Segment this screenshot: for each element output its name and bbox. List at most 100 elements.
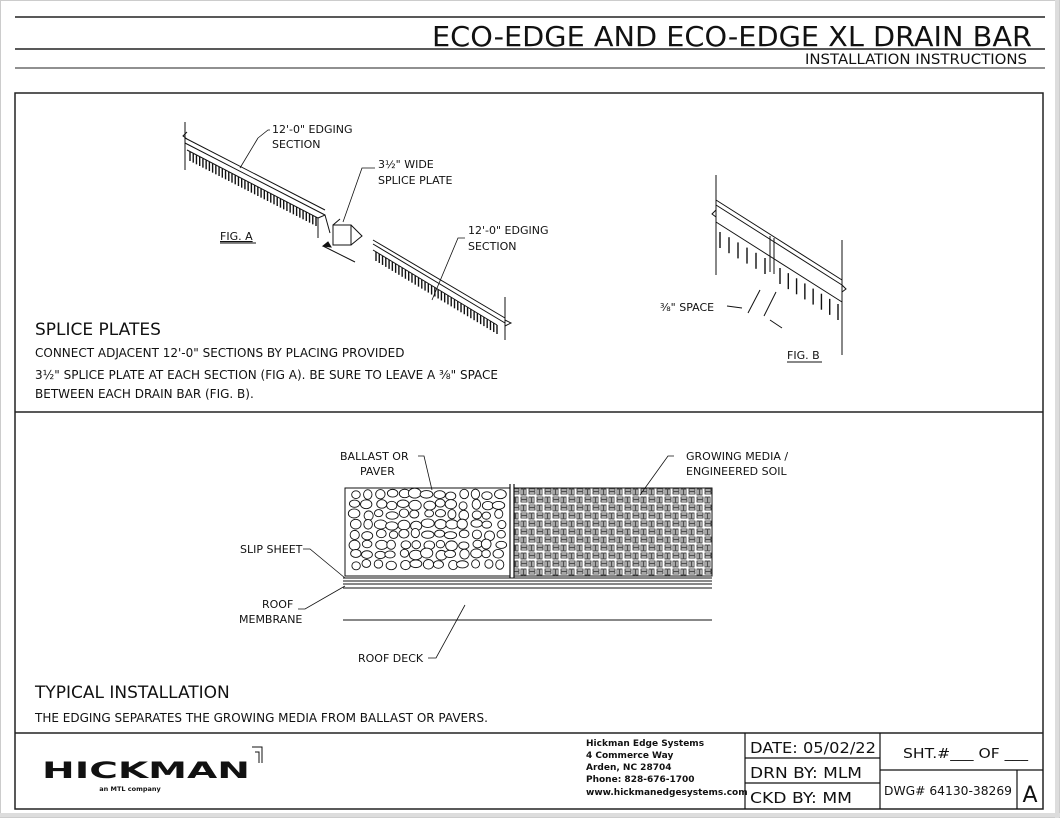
- ballast-stone: [459, 548, 470, 560]
- ballast-stone: [458, 541, 470, 550]
- ballast-stone: [397, 519, 411, 531]
- ballast-stone: [348, 539, 361, 551]
- fig-a-edging-label-1: 12'-0" EDGING: [272, 123, 353, 136]
- ballast-stone: [409, 509, 420, 519]
- sheet-number: SHT.#___ OF ___: [903, 747, 1029, 762]
- ballast-stone: [494, 509, 504, 519]
- ballast-stone: [458, 529, 470, 539]
- ballast-stone: [420, 547, 434, 559]
- ballast-stone: [434, 498, 446, 508]
- ballast-stone: [363, 510, 374, 521]
- ballast-stone: [481, 511, 491, 520]
- address-line-2: 4 Commerce Way: [586, 751, 673, 761]
- ballast-stone: [471, 529, 482, 540]
- ballast-stone: [411, 540, 421, 550]
- drawn-by: DRN BY: MLM: [750, 764, 862, 782]
- ballast-stone: [444, 549, 457, 558]
- ballast-stone: [398, 508, 410, 518]
- fig-b-label: FIG. B: [787, 349, 820, 362]
- ballast-stone: [472, 539, 483, 549]
- ballast-stone: [385, 560, 397, 571]
- hickman-logo-sub: an MTL company: [99, 785, 161, 793]
- ballast-stone: [470, 519, 483, 528]
- splice-plates-heading: SPLICE PLATES: [35, 320, 161, 340]
- ballast-label-b: PAVER: [360, 465, 395, 478]
- revision: A: [1022, 783, 1037, 808]
- ballast-stone: [495, 559, 505, 570]
- ballast-stone: [373, 559, 384, 569]
- ballast-stone: [434, 519, 447, 530]
- ballast-stone: [444, 499, 458, 510]
- ballast-stone: [494, 489, 507, 500]
- ballast-stone: [385, 521, 399, 531]
- hickman-logo: HICKMAN: [42, 759, 250, 784]
- ballast-stone: [399, 548, 410, 558]
- installation-section-drawing: [298, 455, 713, 659]
- address-website: www.hickmanedgesystems.com: [586, 788, 748, 798]
- ballast-stone: [435, 539, 446, 549]
- ballast-stone: [375, 489, 386, 500]
- address-phone: Phone: 828-676-1700: [586, 775, 695, 785]
- splice-text-line-1: CONNECT ADJACENT 12'-0" SECTIONS BY PLAC…: [35, 346, 404, 360]
- ballast-stone: [349, 518, 362, 530]
- ballast-stone: [408, 499, 422, 511]
- ballast-stone: [421, 530, 435, 539]
- ballast-stone: [410, 528, 420, 539]
- ballast-stone: [481, 491, 493, 500]
- ballast-stone: [386, 500, 398, 511]
- ballast-stone: [400, 559, 411, 571]
- fig-b-drawing: [711, 175, 847, 355]
- fig-a-drawing: [182, 122, 513, 340]
- ballast-stone: [407, 487, 422, 499]
- fig-a-edging-label-2: 12'-0" EDGING: [468, 224, 549, 237]
- ballast-stone: [458, 509, 470, 521]
- ballast-stone: [447, 509, 457, 520]
- ballast-stone: [351, 490, 361, 499]
- ballast-stone: [433, 490, 446, 500]
- ballast-label: BALLAST OR: [340, 450, 409, 463]
- ballast-stone: [435, 509, 446, 518]
- ballast-stone: [471, 559, 481, 569]
- ballast-stone: [361, 539, 373, 549]
- ballast-stone: [497, 520, 507, 530]
- ballast-stone: [361, 558, 372, 568]
- ballast-stone: [408, 549, 423, 561]
- checked-by: CKD BY: MM: [750, 789, 852, 807]
- ballast-stone: [361, 550, 373, 559]
- title-block: [252, 733, 1043, 809]
- ballast-stone: [492, 549, 504, 559]
- roof-membrane-label-b: MEMBRANE: [239, 613, 302, 626]
- ballast-stone: [376, 499, 388, 509]
- ballast-stone: [432, 560, 444, 569]
- drawing-date: DATE: 05/02/22: [750, 739, 876, 757]
- typical-installation-text: THE EDGING SEPARATES THE GROWING MEDIA F…: [34, 711, 488, 725]
- drawing-frame: [14, 92, 1044, 810]
- growing-media-label: GROWING MEDIA /: [686, 450, 788, 463]
- typical-installation-heading: TYPICAL INSTALLATION: [34, 683, 230, 703]
- ballast-stone: [470, 548, 483, 559]
- ballast-stone: [373, 519, 388, 530]
- address-line-1: Hickman Edge Systems: [586, 739, 704, 749]
- ballast-stone: [456, 518, 468, 530]
- ballast-stone: [481, 520, 493, 529]
- ballast-stone: [445, 491, 457, 501]
- fig-a-edging-label-2b: SECTION: [468, 240, 516, 253]
- ballast-stone: [424, 509, 435, 518]
- ballast-stone: [396, 499, 410, 508]
- fig-a-plate-label-b: SPLICE PLATE: [378, 174, 453, 187]
- ballast-stone: [361, 531, 374, 541]
- document-title: ECO-EDGE AND ECO-EDGE XL DRAIN BAR: [432, 20, 1032, 53]
- ballast-stone: [470, 488, 481, 500]
- ballast-stone: [398, 529, 410, 539]
- ballast-stone: [443, 531, 458, 540]
- ballast-stone: [445, 540, 458, 552]
- ballast-stone: [348, 499, 361, 508]
- ballast-stone: [480, 538, 492, 550]
- growing-media-label-b: ENGINEERED SOIL: [686, 465, 788, 478]
- document-subtitle: INSTALLATION INSTRUCTIONS: [805, 52, 1027, 68]
- ballast-stone: [481, 549, 491, 559]
- ballast-stone: [363, 489, 373, 500]
- ballast-stone: [471, 510, 482, 520]
- address-line-3: Arden, NC 28704: [586, 763, 672, 773]
